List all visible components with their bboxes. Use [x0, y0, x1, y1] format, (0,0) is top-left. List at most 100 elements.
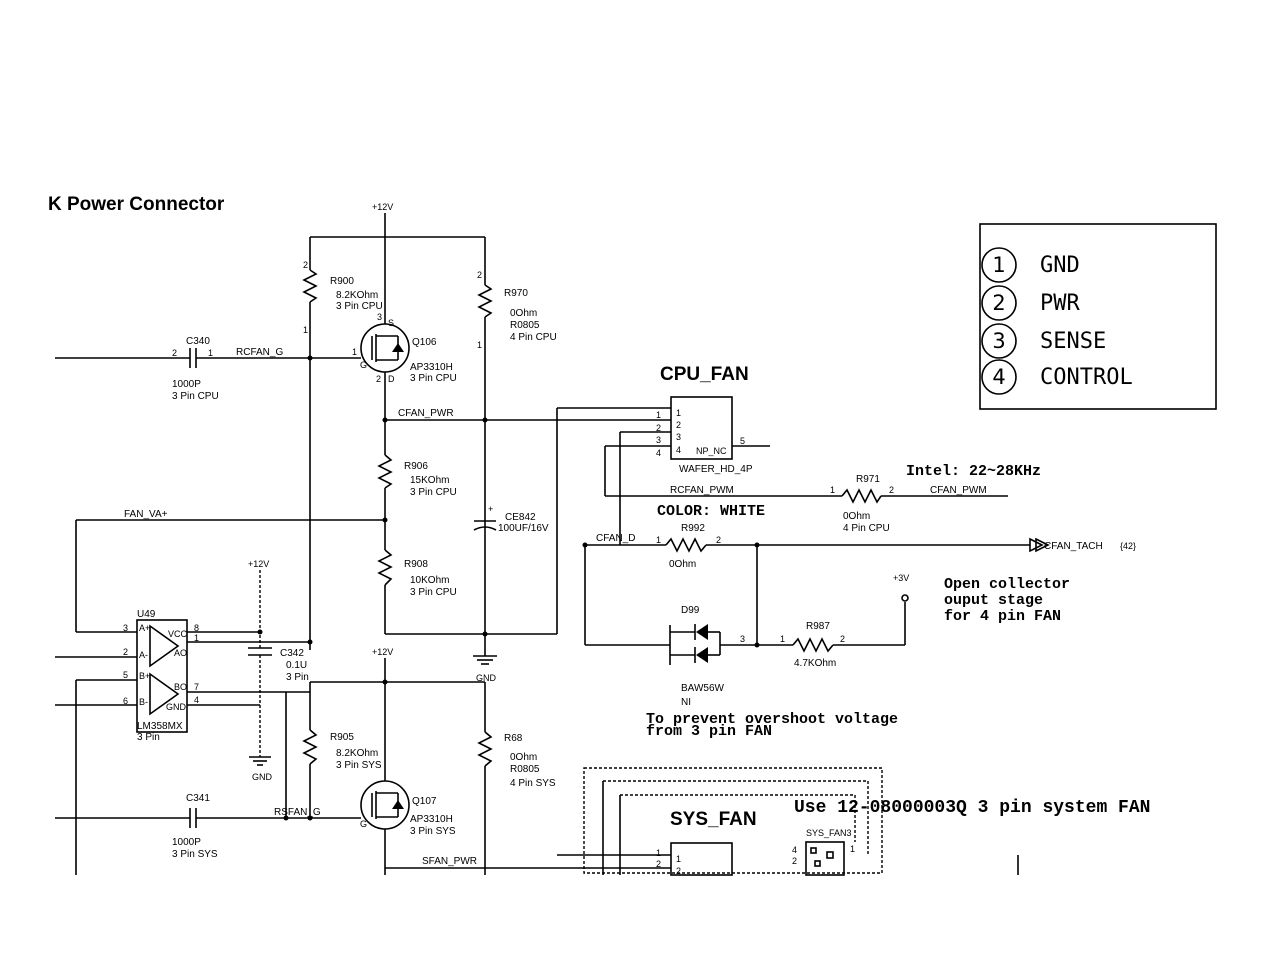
svg-text:2: 2: [792, 856, 797, 866]
svg-text:D99: D99: [681, 605, 700, 616]
svg-text:8.2KOhm: 8.2KOhm: [336, 748, 378, 759]
note-intel: Intel: 22~28KHz: [906, 463, 1041, 480]
svg-text:Q107: Q107: [412, 796, 437, 807]
svg-text:1: 1: [992, 253, 1005, 277]
svg-text:CONTROL: CONTROL: [1040, 365, 1133, 390]
svg-text:3 Pin SYS: 3 Pin SYS: [336, 760, 382, 771]
svg-text:NI: NI: [681, 697, 691, 708]
svg-text:C341: C341: [186, 793, 210, 804]
svg-text:+12V: +12V: [372, 202, 393, 212]
svg-text:R0805: R0805: [510, 320, 540, 331]
svg-text:2: 2: [172, 348, 177, 358]
note-open-collector-2: ouput stage: [944, 592, 1043, 609]
svg-text:CFAN_PWR: CFAN_PWR: [398, 408, 454, 419]
svg-text:R971: R971: [856, 474, 880, 485]
svg-text:3 Pin CPU: 3 Pin CPU: [410, 587, 457, 598]
svg-text:SENSE: SENSE: [1040, 329, 1106, 354]
svg-text:1: 1: [676, 854, 681, 864]
legend-item: 4 CONTROL: [981, 359, 1133, 395]
svg-text:1: 1: [676, 408, 681, 418]
svg-text:6: 6: [123, 696, 128, 706]
svg-text:7: 7: [194, 682, 199, 692]
svg-text:3: 3: [740, 634, 745, 644]
svg-text:A+: A+: [139, 623, 150, 633]
svg-text:3 Pin CPU: 3 Pin CPU: [410, 487, 457, 498]
svg-text:0Ohm: 0Ohm: [510, 752, 537, 763]
svg-text:100UF/16V: 100UF/16V: [498, 523, 549, 534]
svg-text:3 Pin CPU: 3 Pin CPU: [172, 391, 219, 402]
svg-text:SYS_FAN3: SYS_FAN3: [806, 828, 852, 838]
svg-text:+: +: [488, 504, 493, 514]
svg-text:R905: R905: [330, 732, 354, 743]
svg-text:3: 3: [656, 435, 661, 445]
note-color: COLOR: WHITE: [657, 503, 765, 520]
svg-text:2: 2: [716, 535, 721, 545]
cpu-fan-connector: CPU_FAN 1 2 3 4 1 2 3 4 NP_NC 5 WAFER_HD…: [557, 364, 1136, 708]
svg-text:2: 2: [303, 260, 308, 270]
svg-text:GND: GND: [1040, 253, 1080, 278]
sys-fan-power-stage: +12V R905 8.2KOhm 3 Pin SYS R68 0Ohm R08…: [55, 647, 557, 875]
svg-text:RCFAN_G: RCFAN_G: [236, 347, 283, 358]
svg-text:R900: R900: [330, 276, 354, 287]
svg-text:CFAN_D: CFAN_D: [596, 533, 635, 544]
svg-text:R68: R68: [504, 733, 523, 744]
op-amp-u49: U49 LM358MX 3 Pin A+ A- B+ B- VCC AO BO …: [55, 559, 313, 875]
svg-text:BAW56W: BAW56W: [681, 683, 725, 694]
svg-text:2: 2: [376, 374, 381, 384]
svg-text:4 Pin CPU: 4 Pin CPU: [843, 523, 890, 534]
svg-text:U49: U49: [137, 609, 156, 620]
legend-item: 3 SENSE: [981, 323, 1106, 359]
svg-text:8: 8: [194, 623, 199, 633]
svg-text:3: 3: [676, 432, 681, 442]
svg-text:G: G: [360, 819, 367, 829]
svg-text:1: 1: [830, 485, 835, 495]
svg-text:CPU_FAN: CPU_FAN: [660, 364, 749, 385]
svg-text:C340: C340: [186, 336, 210, 347]
svg-text:4.7KOhm: 4.7KOhm: [794, 658, 836, 669]
svg-text:3: 3: [992, 329, 1005, 353]
note-open-collector-1: Open collector: [944, 576, 1070, 593]
svg-text:S: S: [388, 318, 394, 328]
svg-text:3: 3: [123, 623, 128, 633]
svg-text:2: 2: [676, 866, 681, 876]
svg-text:GND: GND: [252, 772, 273, 782]
svg-text:1000P: 1000P: [172, 837, 201, 848]
svg-text:2: 2: [992, 291, 1005, 315]
svg-text:VCC: VCC: [168, 629, 188, 639]
svg-text:5: 5: [740, 436, 745, 446]
svg-text:3 Pin: 3 Pin: [137, 732, 160, 743]
svg-text:5: 5: [123, 670, 128, 680]
svg-text:8.2KOhm: 8.2KOhm: [336, 290, 378, 301]
svg-text:3: 3: [377, 312, 382, 322]
svg-text:B+: B+: [139, 671, 150, 681]
svg-text:+3V: +3V: [893, 573, 909, 583]
svg-text:GND: GND: [166, 702, 187, 712]
svg-text:2: 2: [840, 634, 845, 644]
svg-text:4: 4: [792, 845, 797, 855]
svg-text:1: 1: [303, 325, 308, 335]
svg-text:NP_NC: NP_NC: [696, 446, 727, 456]
svg-text:CFAN_TACH: CFAN_TACH: [1044, 541, 1103, 552]
svg-text:WAFER_HD_4P: WAFER_HD_4P: [679, 464, 753, 475]
svg-text:2: 2: [676, 420, 681, 430]
svg-text:1: 1: [352, 347, 357, 357]
svg-text:B-: B-: [139, 697, 148, 707]
svg-text:{42}: {42}: [1120, 541, 1136, 551]
svg-text:AP3310H: AP3310H: [410, 362, 453, 373]
svg-text:1: 1: [850, 844, 855, 854]
svg-text:R906: R906: [404, 461, 428, 472]
svg-text:GND: GND: [476, 673, 497, 683]
svg-text:1: 1: [780, 634, 785, 644]
note-overshoot-1: To prevent overshoot voltage: [646, 711, 898, 728]
legend-item: 1 GND: [981, 247, 1080, 283]
svg-text:2: 2: [656, 423, 661, 433]
svg-text:AP3310H: AP3310H: [410, 814, 453, 825]
svg-text:PWR: PWR: [1040, 291, 1080, 316]
svg-text:2: 2: [477, 270, 482, 280]
section-title: K Power Connector: [48, 194, 225, 215]
svg-text:SFAN_PWR: SFAN_PWR: [422, 856, 477, 867]
svg-text:2: 2: [123, 647, 128, 657]
svg-text:RCFAN_PWM: RCFAN_PWM: [670, 485, 734, 496]
svg-text:FAN_VA+: FAN_VA+: [124, 509, 168, 520]
svg-text:4 Pin SYS: 4 Pin SYS: [510, 778, 556, 789]
